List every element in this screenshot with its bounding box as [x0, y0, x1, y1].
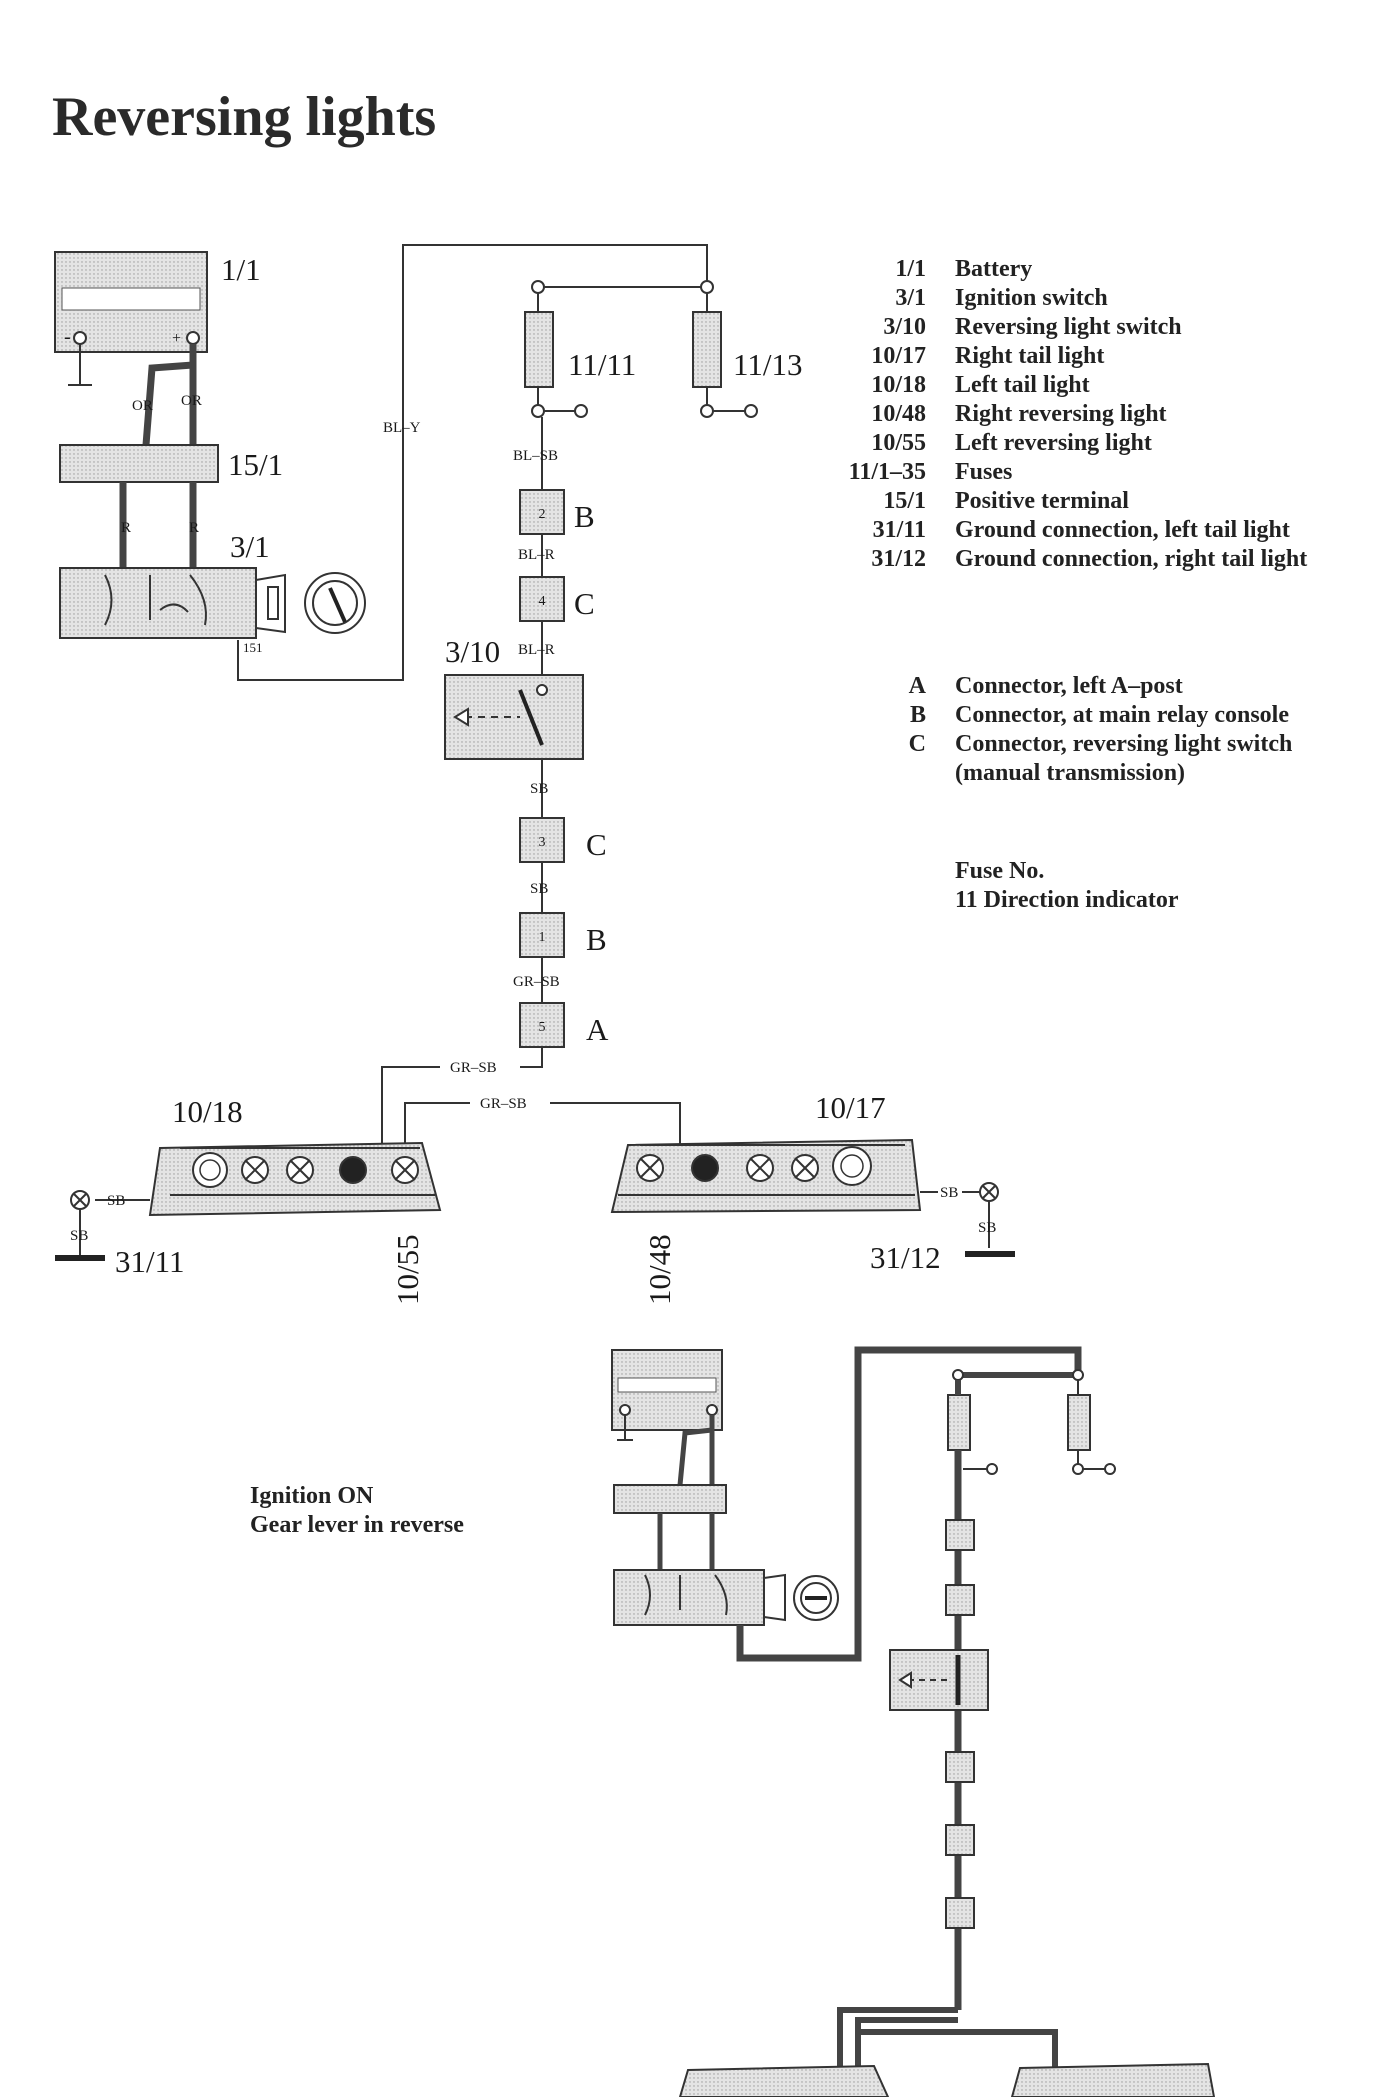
- battery-neg-label: -: [64, 326, 71, 348]
- positive-terminal-label: 15/1: [228, 447, 283, 482]
- wire-sb: SB: [530, 881, 548, 897]
- fuse-11-label: 11/11: [568, 347, 636, 382]
- ignition-switch: 151: [59, 567, 366, 655]
- legend-code: 3/10: [883, 314, 926, 340]
- fuse-note-text: 11 Direction indicator: [955, 887, 1179, 913]
- wire-bl-y: BL–Y: [383, 420, 421, 436]
- legend-code: 15/1: [883, 488, 926, 514]
- wire-bl-r: BL–R: [518, 547, 555, 563]
- legend-text: Positive terminal: [955, 488, 1129, 514]
- wire-gr-sb: GR–SB: [450, 1060, 497, 1076]
- connector-b-2: [519, 489, 565, 535]
- connector-letter: B: [574, 499, 595, 534]
- legend-text: Left reversing light: [955, 430, 1152, 456]
- ground-left-label: 31/11: [115, 1244, 184, 1279]
- connector-c-3: [519, 817, 565, 863]
- component-legend: 1/1 Battery 3/1 Ignition switch 3/10 Rev…: [849, 256, 1308, 572]
- wire-sb: SB: [530, 781, 548, 797]
- battery-label: 1/1: [221, 252, 261, 287]
- wire-r: R: [189, 520, 199, 536]
- connector-text: Connector, left A–post: [955, 673, 1183, 699]
- legend-text: Right reversing light: [955, 401, 1167, 427]
- connector-letter: C: [574, 586, 595, 621]
- wire-sb-left-gnd: SB: [70, 1228, 88, 1244]
- connector-pin: 4: [539, 594, 546, 609]
- legend-code: 10/18: [871, 372, 926, 398]
- legend-code: 3/1: [895, 285, 926, 311]
- connector-letter: B: [586, 922, 607, 957]
- battery: - +: [54, 251, 208, 386]
- right-tail-light: [610, 1138, 922, 1214]
- legend-code: 10/17: [871, 343, 926, 369]
- legend-text: Left tail light: [955, 372, 1090, 398]
- ground-right-label: 31/12: [870, 1240, 941, 1275]
- legend-text: Ground connection, left tail light: [955, 517, 1290, 543]
- connector-text: Connector, reversing light switch: [955, 731, 1292, 757]
- active-circuit-diagram: [611, 1346, 1216, 2097]
- legend-text: Reversing light switch: [955, 314, 1182, 340]
- connector-code: B: [910, 702, 926, 728]
- wire-sb-left: SB: [107, 1193, 125, 1209]
- fuse-note: Fuse No. 11 Direction indicator: [955, 858, 1179, 913]
- right-tail-label: 10/17: [815, 1090, 886, 1125]
- state-note-line2: Gear lever in reverse: [250, 1512, 464, 1538]
- positive-terminal: [59, 444, 219, 483]
- legend-code: 10/48: [871, 401, 926, 427]
- connector-pin: 2: [539, 507, 546, 522]
- connector-code: C: [909, 731, 926, 757]
- connector-legend: A Connector, left A–post B Connector, at…: [909, 673, 1293, 786]
- left-tail-label: 10/18: [172, 1094, 243, 1129]
- connector-letter: A: [586, 1012, 609, 1047]
- wire-sb-right: SB: [940, 1185, 958, 1201]
- wire-bl-r: BL–R: [518, 642, 555, 658]
- ignition-terminal-label: 151: [243, 640, 263, 655]
- legend-text: Ground connection, right tail light: [955, 546, 1307, 572]
- connector-text: Connector, at main relay console: [955, 702, 1289, 728]
- connector-letter: C: [586, 827, 607, 862]
- state-note: Ignition ON Gear lever in reverse: [250, 1483, 464, 1538]
- state-note-line1: Ignition ON: [250, 1483, 374, 1509]
- wire-bl-sb: BL–SB: [513, 448, 558, 464]
- connector-text: (manual transmission): [955, 760, 1185, 786]
- legend-text: Fuses: [955, 459, 1012, 485]
- wire-or: OR: [181, 393, 202, 409]
- fuse-11: [524, 311, 554, 388]
- legend-code: 1/1: [895, 256, 926, 282]
- connector-pin: 1: [539, 930, 546, 945]
- legend-text: Battery: [955, 256, 1032, 282]
- legend-code: 11/1–35: [849, 459, 926, 485]
- wire-gr-sb: GR–SB: [513, 974, 560, 990]
- legend-code: 31/11: [873, 517, 926, 543]
- connector-code: A: [909, 673, 927, 699]
- page-title: Reversing lights: [52, 86, 436, 148]
- right-reversing-label: 10/48: [642, 1234, 677, 1305]
- left-reversing-label: 10/55: [390, 1234, 425, 1305]
- legend-text: Ignition switch: [955, 285, 1108, 311]
- reversing-switch-label: 3/10: [445, 634, 500, 669]
- connector-c-4: [519, 576, 565, 622]
- wire-or: OR: [132, 398, 153, 414]
- fuse-note-heading: Fuse No.: [955, 858, 1044, 884]
- wire-sb-right-gnd: SB: [978, 1220, 996, 1236]
- ignition-switch-label: 3/1: [230, 529, 270, 564]
- left-tail-light: [148, 1141, 442, 1217]
- legend-code: 31/12: [871, 546, 926, 572]
- connector-a-5: [519, 1002, 565, 1048]
- connector-pin: 3: [539, 835, 546, 850]
- legend-code: 10/55: [871, 430, 926, 456]
- battery-pos-label: +: [172, 330, 181, 347]
- fuse-13-label: 11/13: [733, 347, 802, 382]
- wire-gr-sb: GR–SB: [480, 1096, 527, 1112]
- legend-text: Right tail light: [955, 343, 1104, 369]
- wire-r: R: [121, 520, 131, 536]
- fuse-13: [692, 311, 722, 388]
- connector-pin: 5: [539, 1020, 546, 1035]
- reversing-light-switch: [444, 674, 584, 760]
